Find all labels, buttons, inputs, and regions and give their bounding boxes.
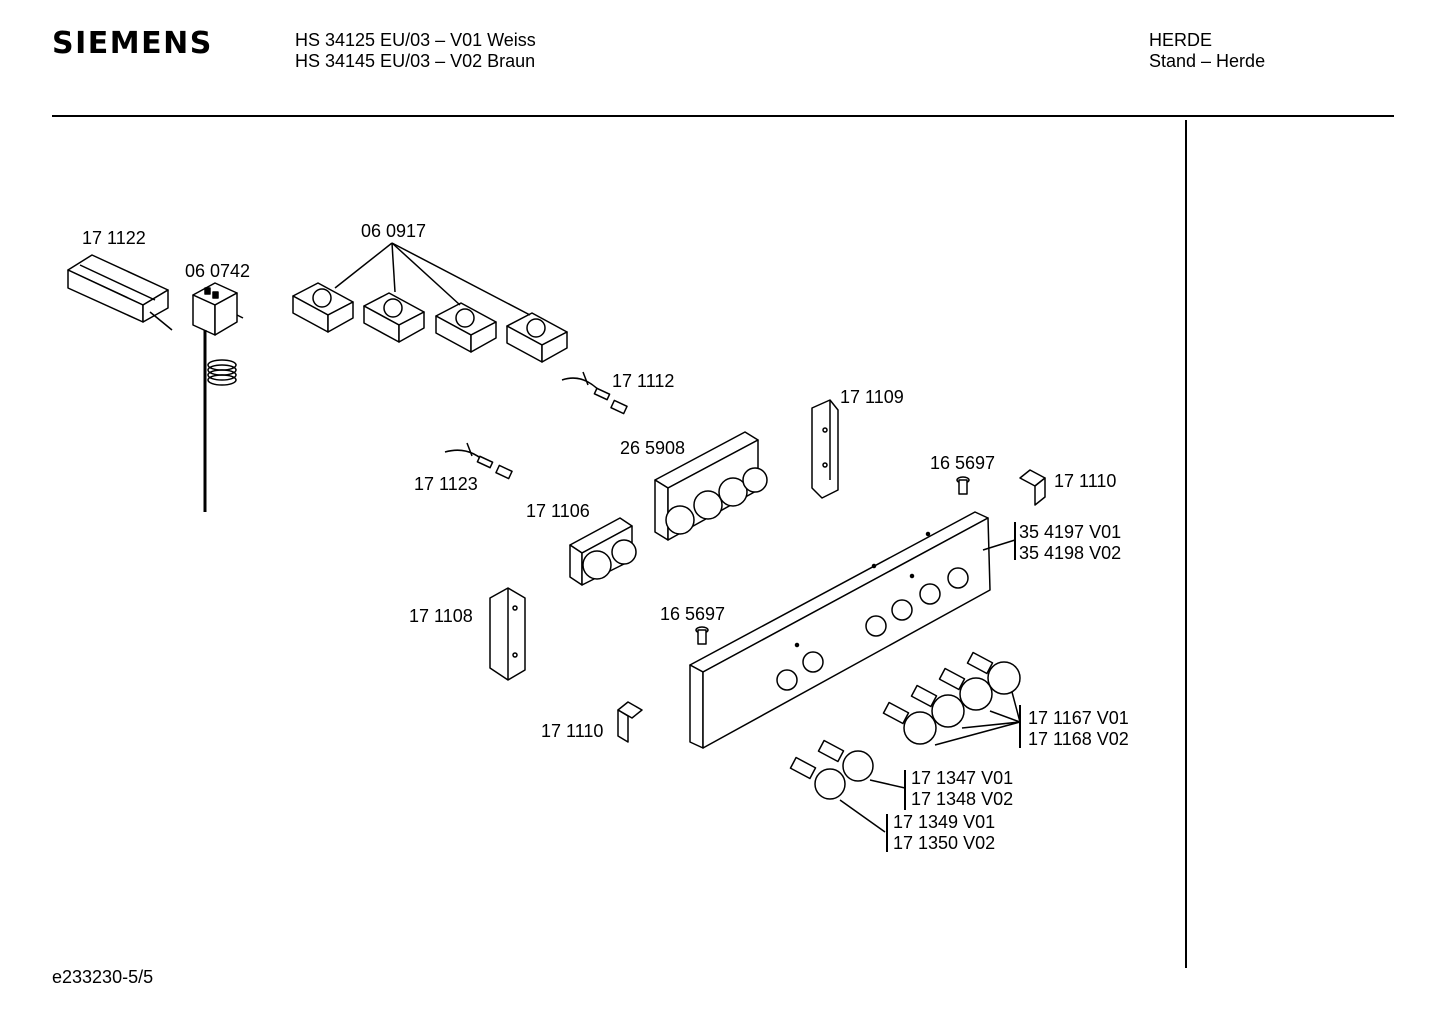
part-171109-drawing — [811, 399, 839, 499]
part-354197-panel-drawing — [689, 511, 1016, 749]
part-171110b-drawing — [617, 701, 643, 743]
category-line-2: Stand – Herde — [1149, 51, 1266, 71]
part-060742-drawing — [192, 282, 244, 512]
part-label-171106: 17 1106 — [526, 501, 590, 521]
part-171122-drawing — [67, 254, 173, 331]
model-line-2: HS 34145 EU/03 – V02 Braun — [295, 51, 536, 71]
model-line-1: HS 34125 EU/03 – V01 Weiss — [295, 30, 536, 50]
part-label-171123: 17 1123 — [414, 474, 478, 494]
part-label-171350: 17 1350 V02 — [893, 833, 996, 853]
part-171112-drawing — [561, 371, 628, 415]
part-label-171109: 17 1109 — [840, 387, 904, 407]
part-label-171108: 17 1108 — [409, 606, 473, 626]
part-165697a-drawing — [956, 476, 970, 495]
category-line-1: HERDE — [1149, 30, 1213, 50]
part-label-171110-lower: 17 1110 — [541, 721, 604, 741]
part-label-354198: 35 4198 V02 — [1019, 543, 1122, 563]
part-265908-drawing — [654, 431, 768, 541]
part-171106-drawing — [569, 517, 637, 586]
part-label-171349: 17 1349 V01 — [893, 812, 996, 832]
part-label-171348: 17 1348 V02 — [911, 789, 1014, 809]
part-label-171167: 17 1167 V01 — [1028, 708, 1129, 728]
part-171349-knob-drawing — [789, 756, 888, 852]
part-label-165697-upper: 16 5697 — [930, 453, 996, 473]
part-label-354197: 35 4197 V01 — [1019, 522, 1122, 542]
side-divider — [1185, 120, 1187, 968]
part-171347-knob-drawing — [817, 739, 906, 810]
part-060917-drawing — [292, 242, 568, 363]
part-label-171112: 17 1112 — [612, 371, 675, 391]
part-label-265908: 26 5908 — [620, 438, 686, 458]
brand-logo: SIEMENS — [52, 26, 213, 61]
part-171167-knobs-drawing — [882, 651, 1021, 748]
document-id: e233230-5/5 — [52, 967, 154, 987]
part-label-171347: 17 1347 V01 — [911, 768, 1014, 788]
header-divider — [52, 115, 1394, 117]
part-label-165697-lower: 16 5697 — [660, 604, 726, 624]
part-label-060917: 06 0917 — [361, 221, 427, 241]
part-label-171122: 17 1122 — [82, 228, 146, 248]
part-label-171168: 17 1168 V02 — [1028, 729, 1129, 749]
part-label-171110-upper: 17 1110 — [1054, 471, 1117, 491]
part-label-060742: 06 0742 — [185, 261, 251, 281]
part-171110a-drawing — [1019, 469, 1046, 506]
part-165697b-drawing — [695, 626, 709, 645]
part-171123-drawing — [444, 442, 513, 480]
part-171108-drawing — [489, 587, 526, 681]
